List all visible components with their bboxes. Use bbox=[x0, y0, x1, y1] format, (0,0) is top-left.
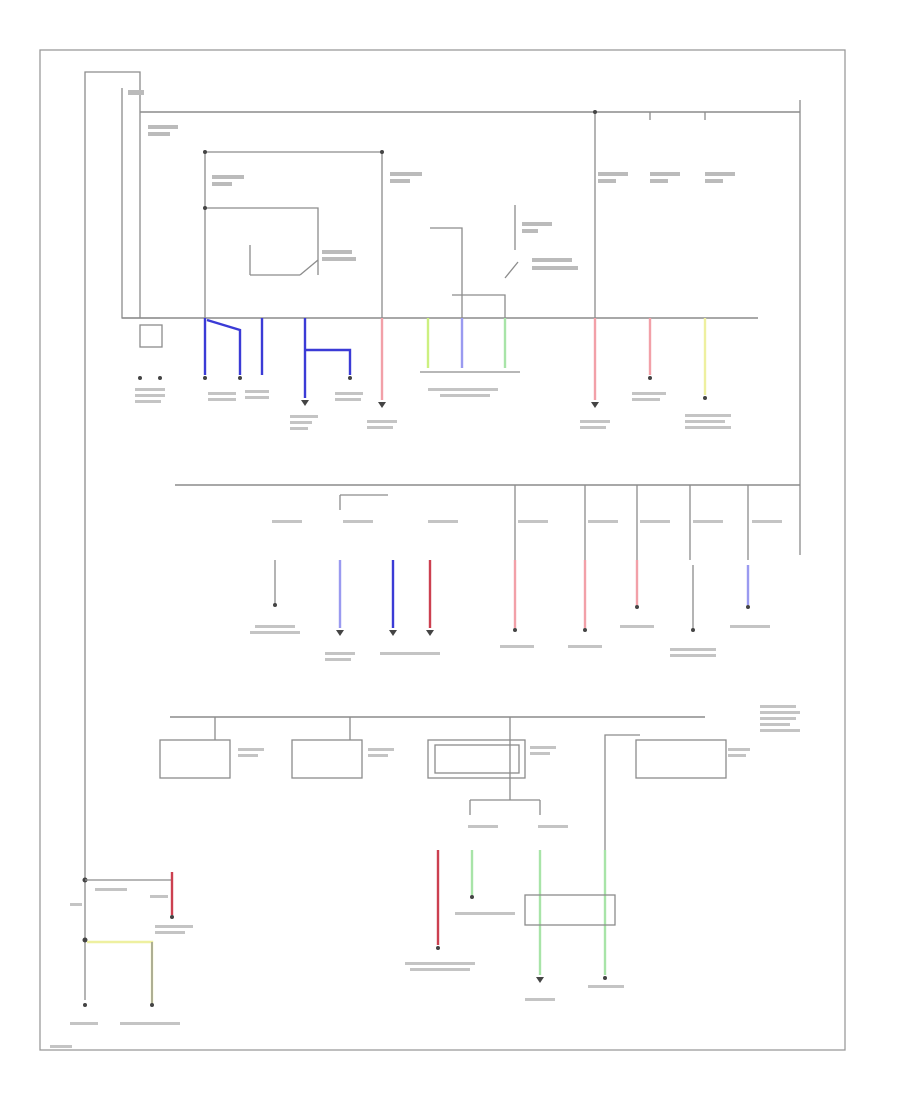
load-outputs bbox=[250, 560, 770, 661]
ignition-feed bbox=[84, 71, 801, 1000]
second-distribution-bus bbox=[175, 484, 800, 560]
diagram-frame bbox=[39, 49, 846, 1051]
relay-modules bbox=[159, 705, 800, 850]
destination-labels-row1 bbox=[135, 388, 731, 430]
power-distribution-row bbox=[138, 318, 707, 408]
battery-section bbox=[50, 872, 193, 1048]
lower-outputs bbox=[405, 825, 624, 1001]
fuse-labels-top bbox=[128, 90, 735, 270]
